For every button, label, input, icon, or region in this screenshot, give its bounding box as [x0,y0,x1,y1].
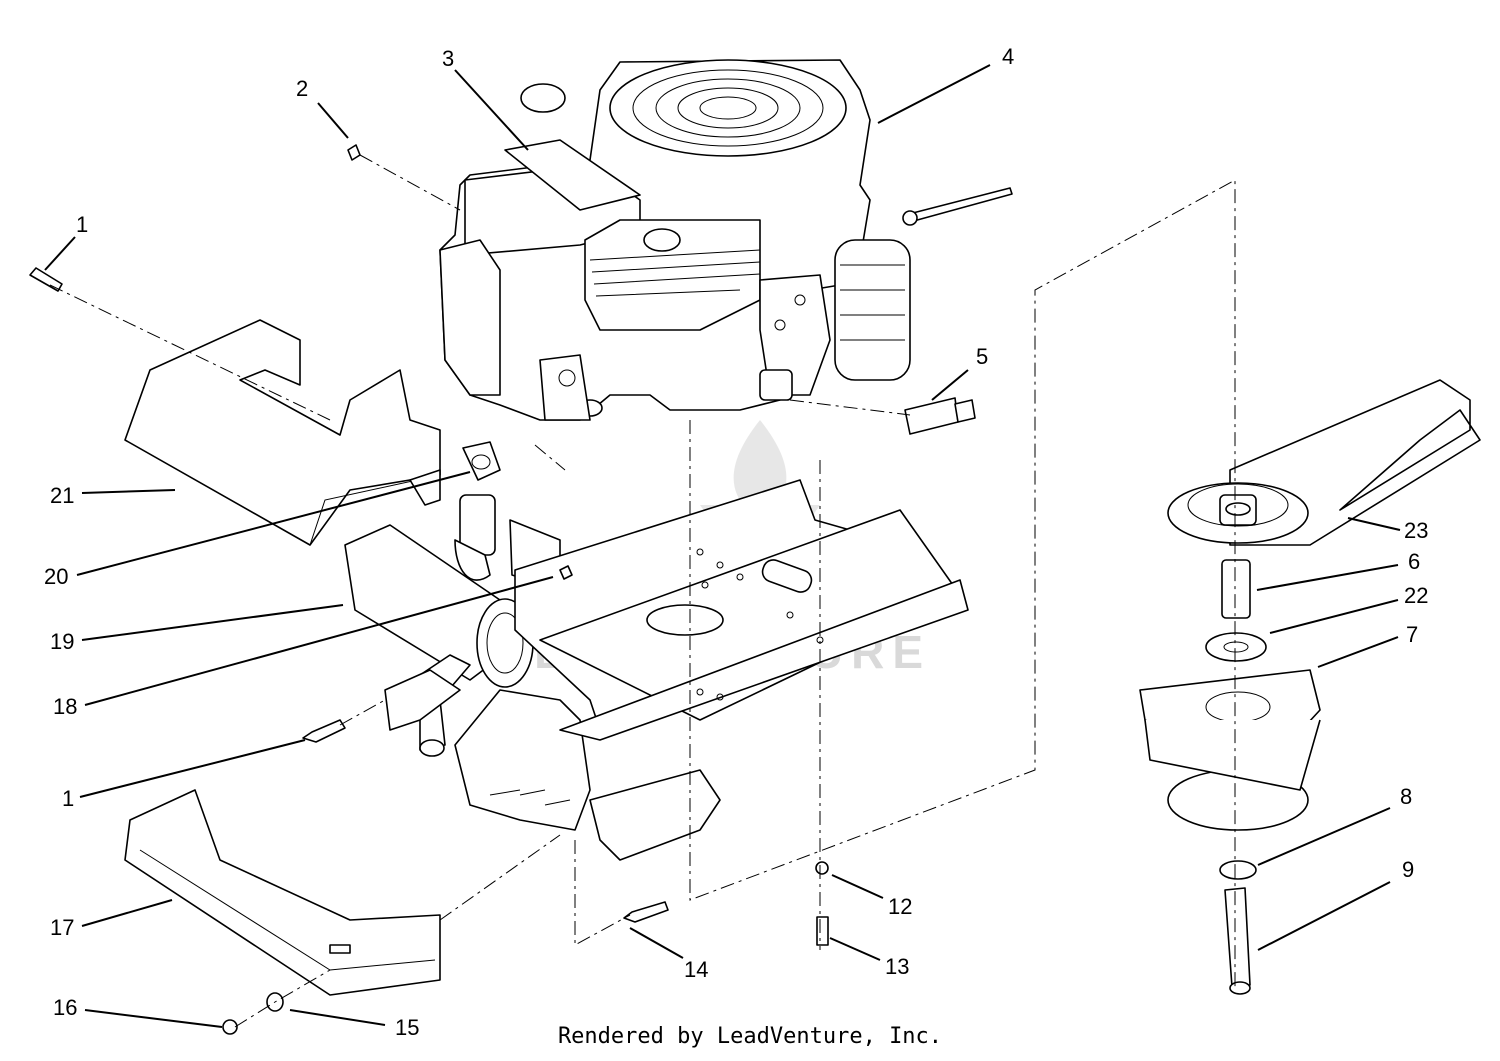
callout-18: 18 [53,694,77,719]
callout-1-upper: 1 [76,212,88,237]
callout-17: 17 [50,915,74,940]
bumper [124,789,441,996]
leader-lines [44,64,1401,1028]
callout-4: 4 [1002,44,1014,69]
callout-15: 15 [395,1015,419,1040]
centerlines [49,154,1236,1028]
callout-5: 5 [976,344,988,369]
callout-21: 21 [50,483,74,508]
callout-16: 16 [53,995,77,1020]
callout-9: 9 [1402,857,1414,882]
engine [439,59,1013,421]
hardware [29,144,976,1035]
callout-13: 13 [885,954,909,979]
callout-6: 6 [1408,549,1420,574]
footer-credit: Rendered by LeadVenture, Inc. [557,1024,943,1049]
callout-2: 2 [296,76,308,101]
exhaust-assembly [344,441,569,757]
chassis-frame [384,479,969,861]
callout-3: 3 [442,46,454,71]
pto-clutch-assembly [1139,379,1481,995]
callout-14: 14 [684,957,708,982]
callout-7: 7 [1406,622,1418,647]
callout-12: 12 [888,894,912,919]
callout-22: 22 [1404,583,1428,608]
callout-19: 19 [50,629,74,654]
callout-20: 20 [44,564,68,589]
callouts: 1 2 3 4 5 21 20 19 18 1 17 16 15 14 13 1… [44,44,1428,1040]
callout-8: 8 [1400,784,1412,809]
heat-shield [124,319,441,546]
callout-1-lower: 1 [62,786,74,811]
callout-23: 23 [1404,518,1428,543]
